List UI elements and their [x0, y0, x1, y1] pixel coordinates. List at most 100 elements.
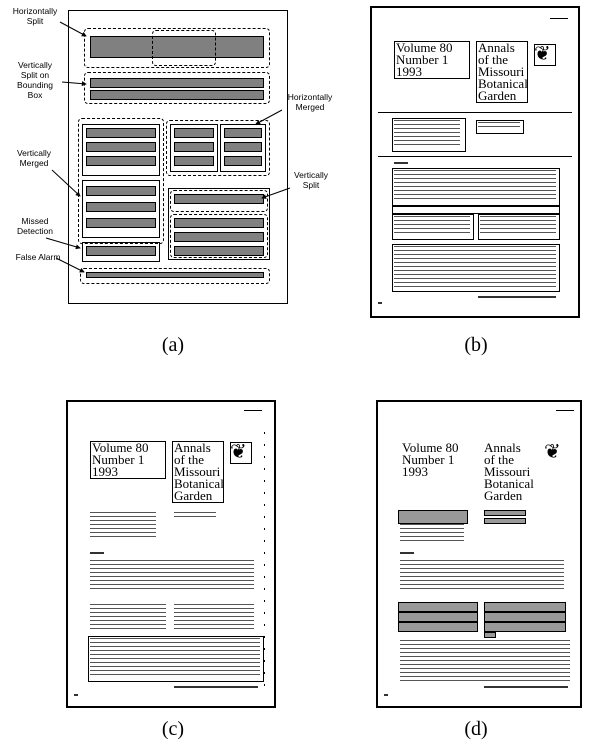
text-block [394, 120, 460, 148]
footer-line [174, 686, 258, 688]
detected-box [170, 190, 268, 212]
text-block [90, 604, 166, 632]
annals-text: Annals of the Missouri Botanical Garden [484, 440, 534, 502]
footer-line [378, 302, 382, 304]
label-false-alarm: False Alarm [15, 252, 61, 262]
region-bar [174, 128, 214, 138]
region-bar [90, 36, 264, 58]
annals-line: of the [174, 452, 204, 467]
annals-text: Annals of the Missouri Botanical Garden [478, 40, 528, 103]
heading-line [90, 552, 104, 554]
annals-text: Annals of the Missouri Botanical Garden [174, 440, 224, 503]
annals-line: Missouri [478, 64, 525, 79]
text-block [174, 512, 216, 520]
region-bar [174, 194, 264, 204]
detected-box [152, 30, 216, 66]
region-bar [86, 128, 156, 138]
detected-box-col-right [484, 612, 566, 622]
annals-line: of the [478, 52, 508, 67]
separator-rule [378, 112, 572, 113]
panel-d-page: Volume 80 Number 1 1993 Annals of the Mi… [376, 400, 582, 708]
false-alarm-box [80, 268, 270, 284]
label-missed-detection: Missed Detection [17, 216, 53, 236]
year-line: 1993 [396, 64, 422, 79]
region-bar [224, 142, 262, 152]
margin-ticks [264, 432, 265, 692]
gt-box-horizontally-merged [166, 120, 270, 176]
region-bar [174, 156, 214, 166]
detected-box-bottom [88, 636, 264, 682]
annals-line: Garden [478, 88, 517, 103]
number-line: Number 1 [402, 452, 455, 467]
panel-c-page: Volume 80 Number 1 1993 Annals of the Mi… [66, 400, 276, 708]
garden-logo: ❦ [230, 441, 247, 463]
volume-text: Volume 80 Number 1 1993 [92, 440, 149, 479]
top-rule [556, 410, 574, 411]
annals-line: Botanical [174, 476, 224, 491]
number-line: Number 1 [92, 452, 145, 467]
detected-box-author [484, 510, 526, 516]
number-line: Number 1 [396, 52, 449, 67]
region-bar [174, 232, 264, 242]
text-block [174, 604, 254, 632]
heading-line [394, 162, 408, 164]
volume-line: Volume 80 [396, 40, 453, 55]
footer-line [74, 694, 78, 696]
region-bar [174, 246, 264, 256]
gt-box-vertical-split-bbox [84, 72, 270, 104]
volume-line: Volume 80 [92, 440, 149, 455]
caption-b: (b) [464, 334, 488, 356]
detected-box-logo [230, 442, 252, 464]
region-bar [86, 218, 156, 228]
label-horizontally-merged: Horizontally Merged [287, 92, 333, 112]
year-line: 1993 [92, 464, 118, 479]
detected-box-col-left [398, 612, 478, 622]
caption-d: (d) [464, 718, 488, 740]
panel-b-page: Volume 80 Number 1 1993 Annals of the Mi… [370, 6, 580, 318]
region-bar [86, 142, 156, 152]
annals-line: of the [484, 452, 514, 467]
annals-line: Missouri [174, 464, 221, 479]
detected-box-abstract [398, 510, 468, 524]
detected-box-wide [392, 206, 560, 214]
detected-box [82, 180, 160, 238]
annals-line: Garden [174, 488, 213, 503]
text-block [90, 512, 156, 538]
detected-box [220, 124, 266, 172]
label-horizontally-split: Horizontally Split [12, 6, 58, 26]
detected-box-col-right [478, 214, 560, 240]
separator-rule [378, 156, 572, 157]
detected-box-annals [172, 441, 224, 503]
gt-box-vertically-merged [78, 118, 164, 244]
annals-line: Missouri [484, 464, 531, 479]
region-bar [90, 90, 264, 100]
caption-a: (a) [161, 334, 185, 356]
missed-detection-box [82, 242, 160, 262]
text-block [394, 170, 556, 202]
volume-text: Volume 80 Number 1 1993 [396, 40, 453, 79]
region-bar [174, 218, 264, 228]
text-block [480, 216, 556, 236]
text-block [90, 638, 260, 678]
text-block [400, 640, 570, 682]
top-rule [244, 410, 262, 411]
volume-text: Volume 80 Number 1 1993 [402, 440, 459, 478]
footer-line [484, 686, 568, 688]
volume-line: Volume 80 [402, 440, 459, 455]
region-bar [86, 246, 156, 256]
detected-box-bottom [392, 244, 560, 292]
caption-c: (c) [161, 718, 185, 740]
text-block [394, 216, 470, 236]
detected-box-col-right [484, 632, 496, 638]
annals-line: Annals [484, 440, 521, 455]
detected-box [82, 124, 160, 176]
detected-box-annals [476, 41, 528, 103]
label-vertically-split: Vertically Split [293, 170, 328, 190]
detected-box-abstract [392, 118, 466, 152]
top-rule [550, 18, 568, 19]
annals-line: Annals [174, 440, 211, 455]
text-block [400, 524, 464, 544]
annals-line: Botanical [478, 76, 528, 91]
detected-box-author [484, 518, 526, 524]
annals-line: Annals [478, 40, 515, 55]
